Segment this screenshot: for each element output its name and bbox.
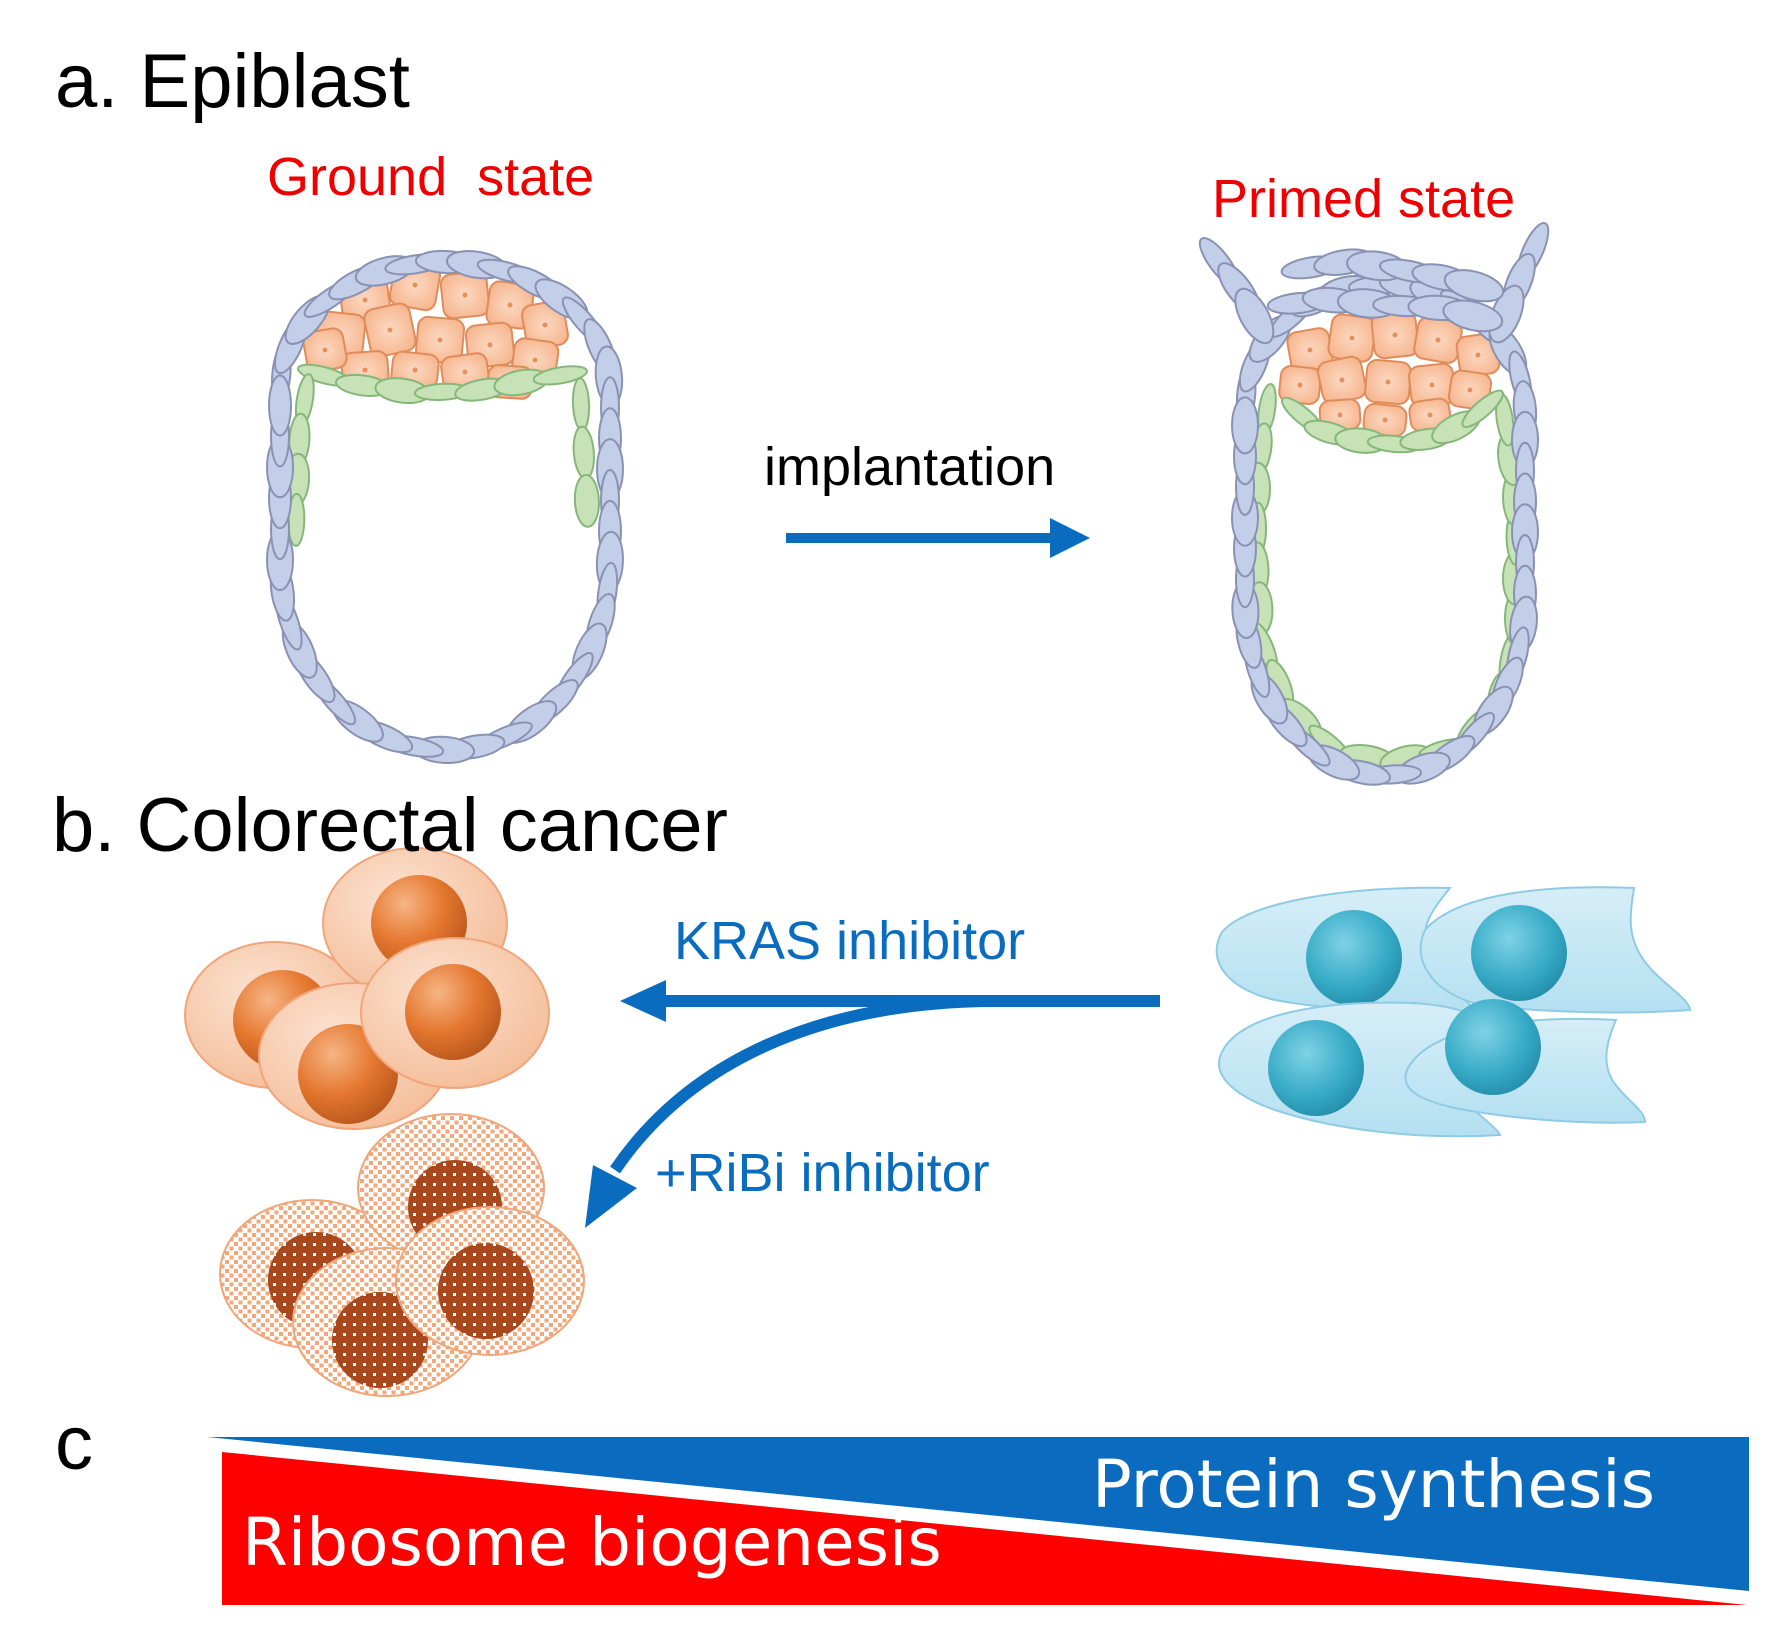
- protein-synthesis-label: Protein synthesis: [1092, 1446, 1656, 1523]
- epiblast-cell: [1327, 313, 1377, 363]
- ground-primitive-endoderm-cells: [283, 363, 600, 547]
- primitive-endoderm-cell: [572, 425, 595, 480]
- primitive-endoderm-cell: [571, 377, 591, 432]
- primed-state-embryo: [1198, 221, 1550, 786]
- panel-c-heading: c: [55, 1401, 93, 1486]
- ground-state-embryo: [266, 249, 624, 765]
- panel-b-heading: b. Colorectal cancer: [52, 783, 728, 868]
- trophectoderm-cell: [1443, 269, 1505, 303]
- panel-a-heading: a. Epiblast: [55, 39, 410, 124]
- trophectoderm-cell: [1234, 287, 1275, 345]
- ribi-inhibitor-label: +RiBi inhibitor: [655, 1143, 990, 1203]
- ground-state-label: Ground state: [267, 147, 595, 207]
- ground-trophectoderm-cells: [266, 249, 624, 765]
- blue-cell: [1419, 886, 1692, 1014]
- trophectoderm-cell: [1231, 396, 1259, 455]
- implantation-arrow: [786, 518, 1090, 558]
- blue-cell: [1217, 1001, 1502, 1138]
- primitive-endoderm-cell: [573, 473, 600, 528]
- dotted-cell: [395, 1206, 585, 1356]
- epiblast-cell: [439, 270, 491, 320]
- kras-inhibitor-arrow: [620, 980, 1160, 1022]
- ribosome-biogenesis-label: Ribosome biogenesis: [242, 1504, 942, 1581]
- synthesis-gradient-bar: [207, 1437, 1749, 1605]
- epiblast-cell: [1316, 355, 1368, 405]
- orange-cell-cluster: [184, 847, 550, 1130]
- implantation-label: implantation: [764, 437, 1056, 497]
- ribi-inhibitor-arrow: [585, 995, 986, 1228]
- blue-cell-cluster: [1215, 886, 1692, 1138]
- epiblast-cell: [1364, 358, 1412, 406]
- kras-inhibitor-label: KRAS inhibitor: [674, 911, 1026, 971]
- primed-primitive-endoderm-cells: [1245, 382, 1528, 773]
- primitive-endoderm-cell: [532, 365, 588, 386]
- epiblast-cell: [363, 302, 417, 358]
- primed-trophectoderm-cells: [1198, 221, 1550, 786]
- trophectoderm-cell: [1442, 299, 1504, 333]
- primitive-endoderm-cell: [1461, 389, 1504, 428]
- primed-state-label: Primed state: [1212, 169, 1516, 229]
- protein-synthesis-wedge: [207, 1437, 1749, 1591]
- orange-cell: [360, 937, 550, 1089]
- ribosome-biogenesis-wedge: [222, 1452, 1747, 1605]
- trophectoderm-cell: [268, 374, 292, 437]
- dotted-cell-cluster: [219, 1113, 585, 1397]
- blue-cell: [1404, 999, 1647, 1124]
